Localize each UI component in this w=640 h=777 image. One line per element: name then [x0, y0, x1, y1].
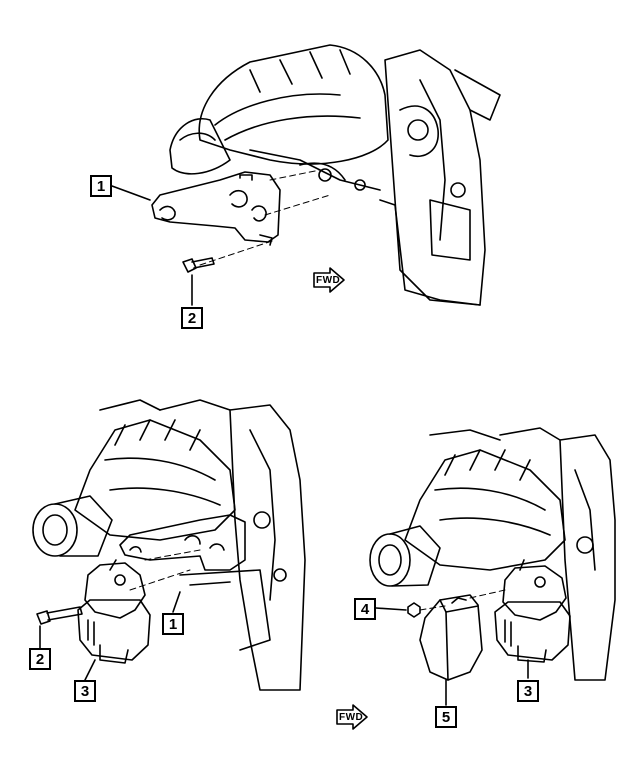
- fwd-label-bottom: FWD: [339, 712, 364, 723]
- callout-top-1: 1: [90, 175, 112, 197]
- bottom-left-engine-assembly: [32, 399, 306, 691]
- bottom-left-bolt: [36, 606, 83, 625]
- bottom-right-heat-shield: [419, 594, 483, 681]
- top-engine-bracket: [151, 171, 281, 246]
- callout-br-4: 4: [354, 598, 376, 620]
- bottom-left-alignment-lines: [129, 549, 201, 591]
- fwd-label-top: FWD: [316, 275, 341, 286]
- top-bolt: [182, 257, 215, 273]
- leader-bl-3: [84, 659, 96, 681]
- fwd-arrow-bottom: [336, 704, 368, 730]
- bottom-left-bracket: [119, 514, 246, 571]
- leader-top-1: [111, 185, 151, 201]
- bottom-right-nut: [407, 602, 421, 618]
- leader-br-4: [375, 607, 407, 611]
- top-engine-assembly: [169, 44, 501, 306]
- callout-bl-2: 2: [29, 648, 51, 670]
- bottom-right-mount: [494, 559, 571, 663]
- callout-top-2: 2: [181, 307, 203, 329]
- bottom-right-alignment-lines: [419, 589, 506, 611]
- leader-bl-1: [172, 591, 181, 613]
- fwd-arrow-top: [313, 267, 345, 293]
- callout-br-3: 3: [517, 680, 539, 702]
- callout-br-5: 5: [435, 706, 457, 728]
- bottom-left-mount: [77, 559, 151, 664]
- callout-bl-1: 1: [162, 613, 184, 635]
- bottom-right-engine-assembly: [369, 427, 616, 681]
- callout-bl-3: 3: [74, 680, 96, 702]
